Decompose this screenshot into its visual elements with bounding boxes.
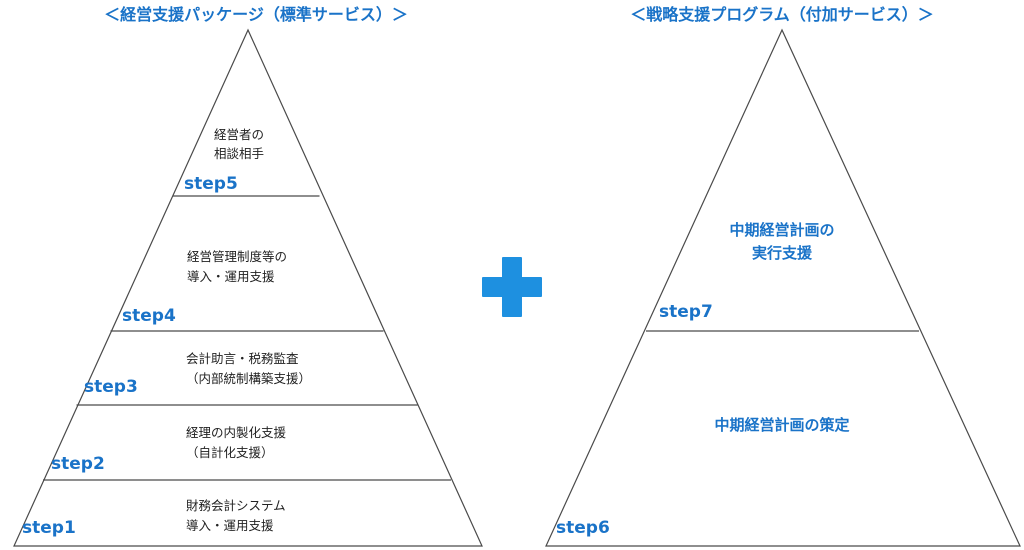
- tier-step6-label: step6: [556, 518, 610, 538]
- right-pyramid-heading: ＜戦略支援プログラム（付加サービス）＞: [630, 5, 934, 24]
- tier-step4-line-1: 経営管理制度等の: [187, 249, 287, 264]
- tier-step7-line-1: 中期経営計画の: [729, 221, 834, 239]
- tier-step1: 財務会計システム 導入・運用支援 step1: [22, 498, 286, 538]
- left-pyramid: ＜経営支援パッケージ（標準サービス）＞ 経営者の 相談相手 step5 経営管理…: [13, 5, 483, 547]
- tier-step3-label: step3: [84, 377, 138, 397]
- tier-step4: 経営管理制度等の 導入・運用支援 step4: [122, 249, 287, 326]
- tier-step4-line-2: 導入・運用支援: [187, 269, 275, 284]
- tier-step6-line-1: 中期経営計画の策定: [714, 416, 849, 434]
- tier-step2-line-2: （自計化支援）: [186, 445, 274, 460]
- left-pyramid-outline: [13, 28, 483, 547]
- tier-step2-label: step2: [51, 454, 105, 474]
- tier-step5: 経営者の 相談相手 step5: [184, 127, 264, 194]
- tier-step2: 経理の内製化支援 （自計化支援） step2: [51, 425, 287, 474]
- plus-icon: [482, 257, 542, 317]
- tier-step7: 中期経営計画の 実行支援 step7: [659, 221, 835, 322]
- tier-step6: 中期経営計画の策定 step6: [556, 416, 850, 538]
- tier-step2-line-1: 経理の内製化支援: [186, 425, 287, 440]
- tier-step7-label: step7: [659, 302, 713, 322]
- tier-step7-line-2: 実行支援: [752, 244, 813, 262]
- left-pyramid-heading: ＜経営支援パッケージ（標準サービス）＞: [104, 5, 408, 24]
- right-pyramid: ＜戦略支援プログラム（付加サービス）＞ 中期経営計画の 実行支援 step7 中…: [545, 5, 1021, 547]
- tier-step5-line-2: 相談相手: [214, 146, 264, 161]
- right-pyramid-outline: [545, 28, 1021, 547]
- tier-step5-line-1: 経営者の: [214, 127, 264, 142]
- tier-step3: 会計助言・税務監査 （内部統制構築支援） step3: [84, 351, 311, 397]
- tier-step3-line-2: （内部統制構築支援）: [186, 371, 311, 386]
- tier-step1-label: step1: [22, 518, 76, 538]
- tier-step5-label: step5: [184, 174, 238, 194]
- tier-step1-line-2: 導入・運用支援: [186, 518, 274, 533]
- tier-step4-label: step4: [122, 306, 176, 326]
- tier-step1-line-1: 財務会計システム: [186, 498, 286, 513]
- tier-step3-line-1: 会計助言・税務監査: [186, 351, 299, 366]
